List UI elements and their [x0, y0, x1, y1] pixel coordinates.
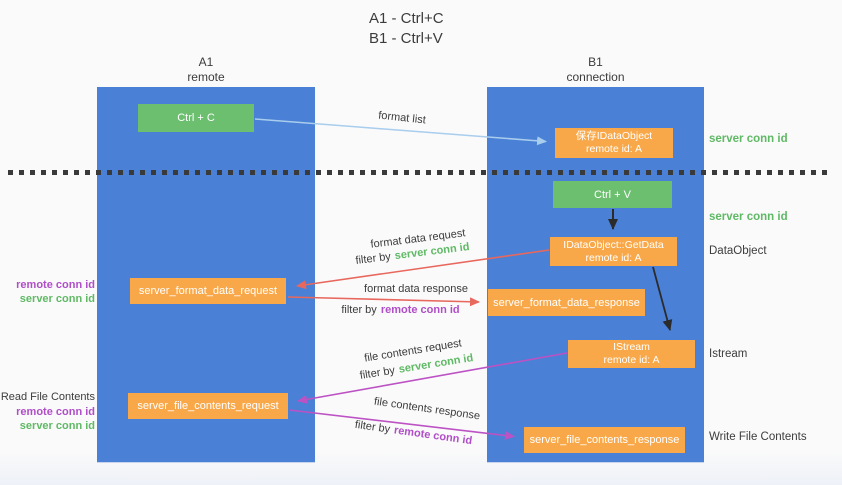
write-file-contents-label: Write File Contents [709, 431, 807, 443]
idataobject-getdata-box: IDataObject::GetData remote id: A [550, 237, 677, 266]
column-b-subtitle: connection [566, 70, 625, 84]
istream-line1: IStream [613, 341, 650, 353]
server-conn-id-side-label: server conn id [19, 420, 95, 432]
diagram-title: A1 - Ctrl+C B1 - Ctrl+V [369, 9, 444, 49]
title-line-a1: A1 - Ctrl+C [369, 10, 444, 27]
column-a-name: A1 [198, 55, 214, 69]
column-a-header: A1 remote [97, 55, 315, 85]
read-file-contents-label: Read File Contents [0, 391, 95, 403]
remote-conn-id-text: remote conn id [380, 304, 460, 316]
dataobject-label: DataObject [709, 245, 767, 257]
getdata-line2: remote id: A [585, 251, 642, 264]
getdata-to-istream-arrow [652, 266, 673, 331]
file-contents-request-arrow [297, 352, 568, 404]
column-a-subtitle: remote [187, 70, 225, 84]
istream-line2: remote id: A [603, 354, 660, 366]
server-file-contents-response-box: server_file_contents_response [524, 427, 685, 453]
title-line-b1: B1 - Ctrl+V [369, 30, 443, 47]
format-data-response-label: format data response [364, 283, 468, 295]
save-idataobject-box: 保存IDataObject remote id: A [555, 128, 673, 158]
filter-by-text: filter by [341, 304, 377, 316]
ctrl-c-box: Ctrl + C [138, 104, 254, 132]
format-request-label: server_format_data_request [138, 285, 278, 297]
remote-conn-id-side-label: remote conn id [16, 279, 95, 291]
format-list-arrow [254, 118, 547, 146]
format-data-response-arrow [287, 296, 480, 307]
ctrl-c-label: Ctrl + C [177, 112, 215, 124]
save-idataobject-line2: remote id: A [585, 143, 643, 155]
ctrl-v-box: Ctrl + V [553, 181, 672, 208]
dotted-divider-line [8, 170, 830, 175]
left-format-conn-ids: remote conn id server conn id [0, 278, 95, 306]
column-b-name: B1 [588, 55, 603, 69]
server-format-data-request-box: server_format_data_request [130, 278, 286, 304]
column-b-header: B1 connection [487, 55, 704, 85]
save-idataobject-line1: 保存IDataObject [575, 130, 653, 142]
file-request-label: server_file_contents_request [137, 400, 279, 412]
istream-box: IStream remote id: A [568, 340, 695, 368]
format-response-label: server_format_data_response [493, 296, 640, 309]
istream-side-label: Istream [709, 348, 748, 360]
server-format-data-response-box: server_format_data_response [488, 289, 645, 316]
remote-conn-id-side-label: remote conn id [16, 405, 95, 418]
format-data-request-arrow [296, 249, 550, 290]
file-response-label: server_file_contents_response [529, 434, 680, 446]
getdata-line1: IDataObject::GetData [563, 238, 664, 251]
server-conn-id-side-label: server conn id [19, 293, 95, 305]
right-server-conn-id-top: server conn id [709, 133, 788, 145]
right-server-conn-id-mid: server conn id [709, 211, 788, 223]
file-contents-response-arrow [288, 409, 515, 440]
server-file-contents-request-box: server_file_contents_request [128, 393, 288, 419]
ctrl-v-label: Ctrl + V [594, 188, 631, 201]
left-file-conn-ids: Read File Contents remote conn id server… [0, 390, 95, 434]
